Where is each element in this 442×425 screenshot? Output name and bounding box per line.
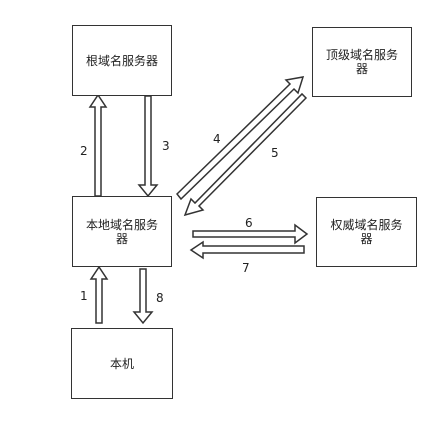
arrow-step-8 [132,268,154,325]
authoritative-server-label: 权威域名服务器 [330,218,403,246]
step-5-label: 5 [271,146,279,160]
arrow-step-7 [189,240,305,260]
step-8-label: 8 [156,291,164,305]
arrow-step-4 [175,76,305,201]
host-label: 本机 [109,356,134,371]
root-server-box: 根域名服务器 [72,25,172,96]
step-6-label: 6 [245,216,253,230]
host-box: 本机 [71,328,173,399]
step-4-label: 4 [213,132,221,146]
step-7-label: 7 [242,261,250,275]
local-server-label: 本地域名服务器 [85,217,158,246]
step-1-label: 1 [80,289,88,303]
local-server-box: 本地域名服务器 [72,196,172,267]
arrow-step-3 [137,95,159,198]
arrow-step-2 [88,93,108,197]
authoritative-server-box: 权威域名服务器 [316,197,417,267]
arrow-step-5 [183,92,308,217]
root-server-label: 根域名服务器 [85,53,158,68]
arrow-step-1 [89,265,109,324]
step-3-label: 3 [162,139,170,153]
top-level-server-label: 顶级域名服务器 [325,48,398,76]
step-2-label: 2 [80,144,88,158]
arrow-step-6 [192,223,309,245]
top-level-server-box: 顶级域名服务器 [312,27,412,97]
